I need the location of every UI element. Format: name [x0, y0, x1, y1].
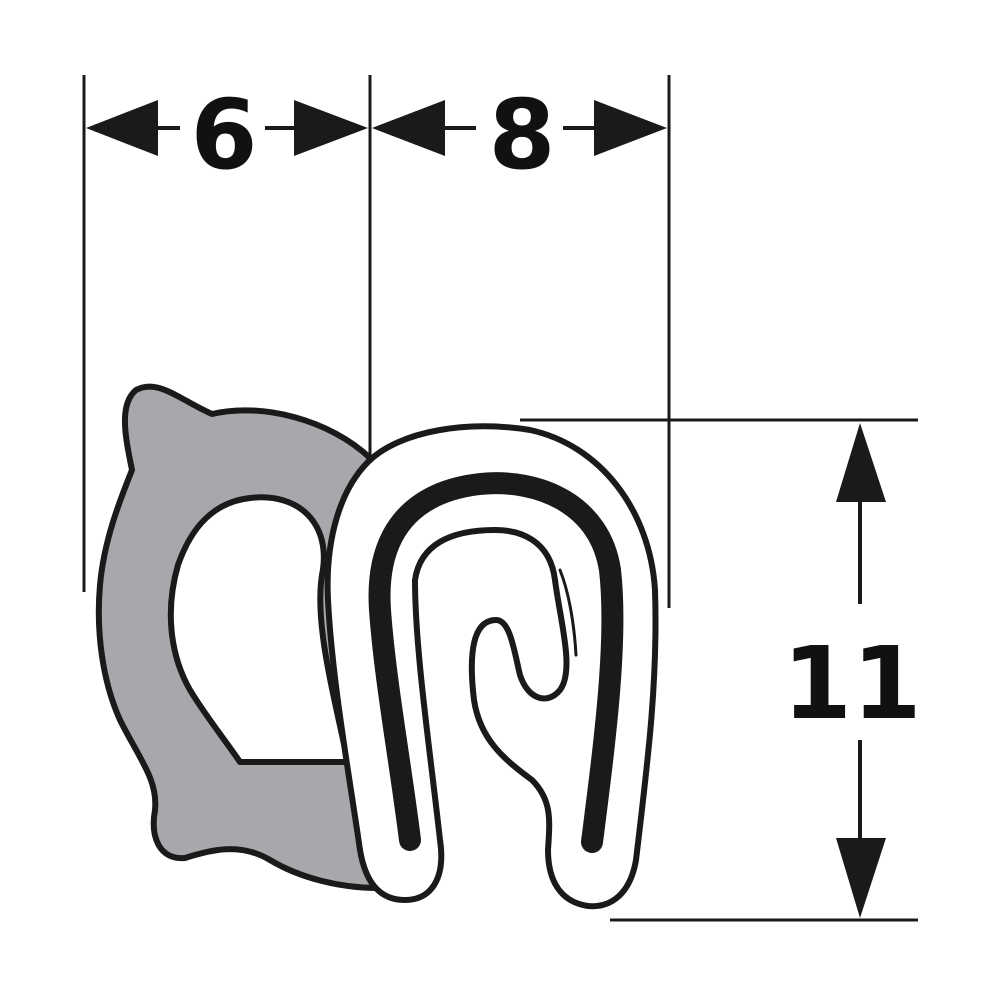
bulb-seal-chamber	[167, 494, 351, 765]
bulb-seal	[95, 383, 381, 891]
arrow-right-icon	[294, 100, 368, 156]
clip-channel	[324, 423, 659, 910]
arrow-up-icon	[836, 423, 886, 502]
dimension-label-6: 6	[191, 79, 258, 191]
dimension-width-6: 6	[86, 79, 368, 191]
dimension-height-11: 11	[782, 423, 922, 918]
clip-inner-grip	[558, 568, 578, 657]
arrow-left-icon	[372, 100, 445, 156]
arrow-left-icon	[86, 100, 158, 156]
dimension-label-11: 11	[782, 625, 921, 742]
arrow-right-icon	[594, 100, 667, 156]
clip-metal-insert	[368, 472, 624, 853]
extension-lines	[82, 75, 918, 922]
arrow-down-icon	[836, 838, 886, 918]
dimension-label-8: 8	[489, 79, 556, 191]
dimension-gap-8: 8	[372, 79, 667, 191]
